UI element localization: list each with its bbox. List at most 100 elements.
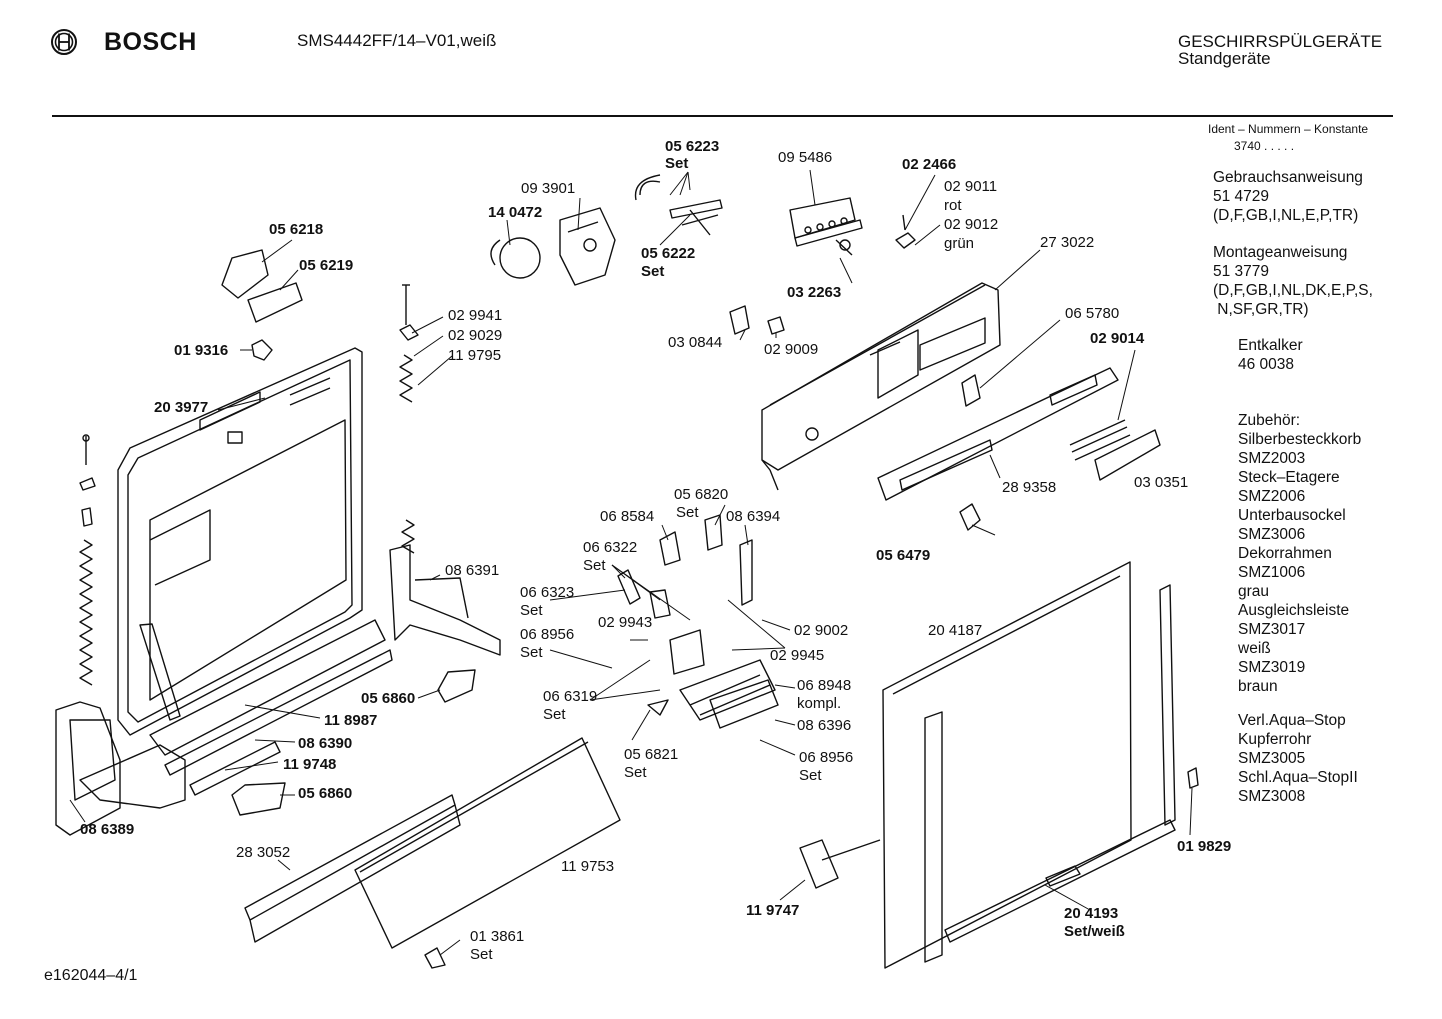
frame-strip [1046, 866, 1080, 886]
foam-block-upper [438, 670, 475, 702]
part-label: 20 4193 [1064, 905, 1119, 922]
part-label: 02 9945 [770, 647, 825, 664]
part-label: 28 3052 [236, 844, 291, 861]
part-label: Set [676, 504, 699, 521]
kick-plate-119753 [355, 738, 620, 948]
part-label: Set [665, 155, 689, 172]
acc-line: SMZ2003 [1238, 450, 1306, 467]
acc-line: grau [1238, 583, 1270, 600]
part-label: 14 0472 [488, 204, 543, 221]
part-label: 05 6860 [361, 690, 416, 707]
screw-part [1188, 768, 1198, 788]
part-label: 02 9943 [598, 614, 653, 631]
part-label: 11 9753 [561, 858, 615, 875]
part-label: 02 9012 [944, 216, 999, 233]
part-label: 05 6860 [298, 785, 353, 802]
door-frame [883, 562, 1131, 968]
descaler-number: 46 0038 [1238, 356, 1295, 373]
acc-line: SMZ3019 [1238, 659, 1306, 676]
part-label: kompl. [797, 695, 842, 712]
bosch-logo [50, 28, 78, 56]
bosch-armature-icon [51, 29, 77, 55]
part-label: 08 6389 [80, 821, 135, 838]
part-label: 02 9029 [448, 327, 503, 344]
push-button-part [730, 306, 749, 334]
part-label: 08 6391 [445, 562, 500, 579]
leader-lines [70, 170, 1192, 955]
part-label: 08 6394 [726, 508, 781, 525]
switch-cap [962, 375, 980, 406]
part-label: Set [624, 764, 647, 781]
drawing-code: e162044–4/1 [44, 967, 138, 984]
sensor-part [896, 215, 915, 248]
part-label: 11 9747 [746, 902, 800, 919]
part-label: 01 3861 [470, 928, 525, 945]
part-label: 09 3901 [521, 180, 576, 197]
part-label: rot [944, 197, 962, 214]
part-label: 06 8956 [799, 749, 854, 766]
part-label: 05 6821 [624, 746, 679, 763]
part-label: 05 6820 [674, 486, 729, 503]
part-label: 03 0844 [668, 334, 723, 351]
manual-languages: (D,F,GB,I,NL,E,P,TR) [1213, 207, 1359, 224]
aqua-line: Kupferrohr [1238, 731, 1312, 748]
part-label: 05 6479 [876, 547, 931, 564]
part-label: 20 4187 [928, 622, 983, 639]
part-label: 01 9829 [1177, 838, 1232, 855]
part-label: 06 8584 [600, 508, 655, 525]
manual-block: Gebrauchsanweisung 51 4729 (D,F,GB,I,NL,… [1213, 168, 1363, 225]
trim-strip [878, 368, 1118, 500]
acc-line: Zubehör: [1238, 412, 1301, 429]
handle-bracket [800, 840, 880, 888]
screw-set [425, 948, 445, 968]
part-label: grün [944, 235, 975, 252]
control-panel [762, 283, 1000, 490]
manual-number: 51 4729 [1213, 188, 1270, 205]
part-label: 03 2263 [787, 284, 842, 301]
part-label: 06 6323 [520, 584, 575, 601]
acc-line: weiß [1238, 640, 1271, 657]
ident-value: 3740 . . . . . [1234, 139, 1295, 153]
door-rails [150, 620, 392, 795]
acc-line: Silberbesteckkorb [1238, 431, 1362, 448]
part-label: 03 0351 [1134, 474, 1189, 491]
acc-line: Dekorrahmen [1238, 545, 1332, 562]
header-divider [52, 115, 1393, 117]
part-label: 05 6219 [299, 257, 354, 274]
electronic-module [790, 198, 862, 255]
part-label: 20 3977 [154, 399, 209, 416]
part-label: Set [520, 602, 543, 619]
part-label: 09 5486 [778, 149, 833, 166]
part-label: 08 6390 [298, 735, 353, 752]
part-label: 02 9011 [944, 178, 998, 195]
descaler-title: Entkalker [1238, 337, 1303, 354]
part-label: 05 6218 [269, 221, 324, 238]
part-label: 06 8948 [797, 677, 852, 694]
acc-line: SMZ1006 [1238, 564, 1306, 581]
acc-line: Steck–Etagere [1238, 469, 1340, 486]
acc-line: braun [1238, 678, 1278, 695]
acc-line: SMZ3006 [1238, 526, 1306, 543]
part-label: Set [520, 644, 543, 661]
kick-plate-283052 [245, 795, 460, 942]
part-label: Set [583, 557, 606, 574]
part-label: 06 8956 [520, 626, 575, 643]
side-frame-right [945, 585, 1175, 942]
part-label: Set [470, 946, 493, 963]
part-label: 06 6319 [543, 688, 598, 705]
door-latch-bracket [222, 250, 302, 322]
brand-name: BOSCH [104, 28, 197, 56]
aqua-line: SMZ3008 [1238, 788, 1306, 805]
part-label: 05 6222 [641, 245, 696, 262]
part-label: 02 9941 [448, 307, 503, 324]
button-set [1070, 420, 1160, 480]
acc-line: Unterbausockel [1238, 507, 1346, 524]
clip-part [252, 340, 272, 360]
part-label: 28 9358 [1002, 479, 1057, 496]
install-title: Montageanweisung [1213, 244, 1348, 261]
install-block: Montageanweisung 51 3779 (D,F,GB,I,NL,DK… [1213, 243, 1373, 319]
part-label: 05 6223 [665, 138, 720, 155]
pin-part [768, 317, 784, 334]
inner-door-part [118, 348, 362, 735]
